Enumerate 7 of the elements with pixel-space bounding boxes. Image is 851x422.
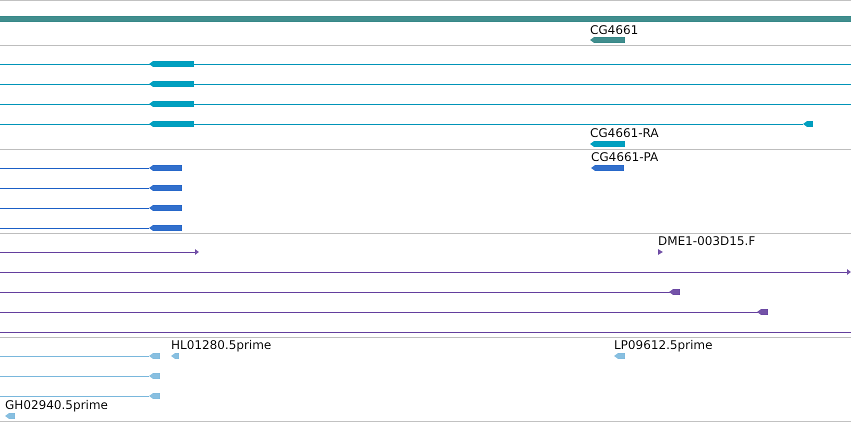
feature-label: LP09612.5prime xyxy=(614,339,713,351)
feature-label: CG4661 xyxy=(590,24,638,36)
feature-label: CG4661-RA xyxy=(590,127,659,139)
feature-label: CG4661-PA xyxy=(591,151,658,163)
feature-label: HL01280.5prime xyxy=(171,339,272,351)
feature-label: GH02940.5prime xyxy=(5,399,108,411)
feature-label: DME1-003D15.F xyxy=(658,235,756,247)
